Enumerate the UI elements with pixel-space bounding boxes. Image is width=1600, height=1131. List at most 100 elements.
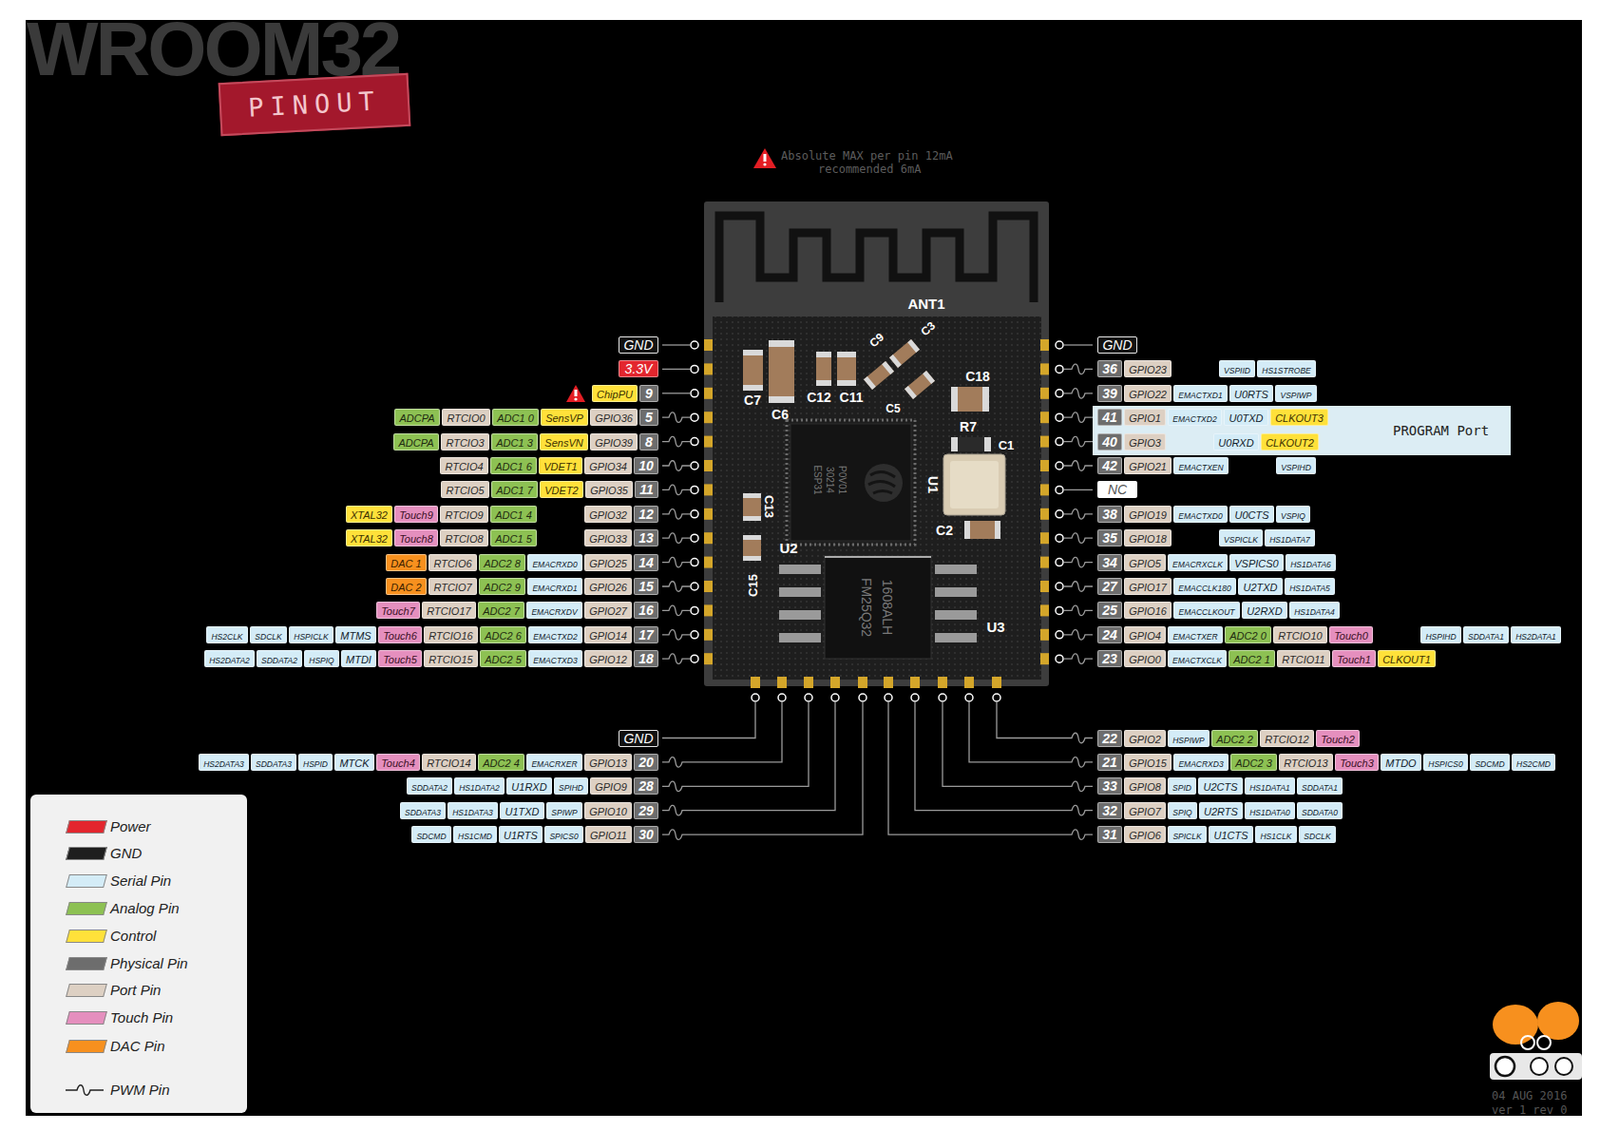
legend-swatch — [65, 983, 108, 997]
serial-pin-tag: HS1DATA4 — [1289, 601, 1340, 619]
warning-triangle — [566, 384, 586, 402]
port-pin-tag: GPIO9 — [590, 777, 632, 795]
serial-pin-tag-text: EMACRXD3 — [1178, 756, 1223, 772]
module-illustration-part-part — [690, 389, 699, 398]
touch-pin-tag-text: Touch8 — [399, 531, 434, 547]
module-illustration-part-part — [938, 693, 947, 702]
port-pin-tag-text: GPIO7 — [1128, 803, 1162, 820]
analog-pin-tag-text: ADC1 7 — [495, 482, 534, 498]
part-label: Absolute MAX per pin 12mA — [780, 146, 953, 164]
physical-pin-tag-text: 25 — [1102, 602, 1118, 618]
module-illustration-part-part — [1040, 362, 1049, 375]
serial-pin-tag-text: HS1DATA4 — [1294, 604, 1335, 620]
serial-pin-tag-text: HS1CMD — [457, 828, 493, 844]
serial-pin-tag-text: EMACTXD2 — [533, 628, 577, 645]
serial-pin-tag-text: VSPIWP — [1279, 387, 1312, 403]
analog-pin-tag: ADC1 6 — [490, 457, 537, 475]
part-label-text: C15 — [745, 573, 761, 597]
serial-pin-tag-text: EMACRXD1 — [532, 580, 577, 596]
port-pin-tag: GPIO2 — [1123, 729, 1166, 747]
part-label: 1608ALH — [878, 579, 896, 635]
physical-pin-tag: 22 — [1097, 729, 1123, 747]
port-pin-tag: GPIO16 — [1123, 601, 1172, 619]
serial-pin-tag: EMACRXER — [526, 753, 583, 771]
control-pin-tag: XTAL32 — [345, 505, 393, 523]
module-illustration-part-part — [704, 604, 713, 616]
serial-pin-tag: U1RXD — [506, 777, 553, 795]
serial-pin-tag-text: SPIWP — [551, 804, 577, 820]
physical-pin-tag-text: 15 — [638, 578, 654, 594]
analog-pin-tag: ADCPA — [393, 433, 439, 451]
module-illustration-part — [25, 19, 1582, 1116]
serial-pin-tag-text: HS1STROBE — [1261, 362, 1312, 379]
module-illustration-part-part — [690, 438, 699, 446]
port-pin-tag-text: RTCIO7 — [433, 579, 472, 595]
module-illustration-part-part — [768, 396, 795, 403]
module-illustration-part-part — [1064, 556, 1093, 568]
serial-pin-tag-text: SPICLK — [1172, 828, 1201, 844]
serial-pin-tag-text: HS1DATA1 — [1249, 780, 1291, 796]
physical-pin-tag: 36 — [1097, 360, 1123, 378]
control-pin-tag: SensVN — [539, 433, 589, 451]
physical-pin-tag-text: 41 — [1102, 409, 1118, 425]
port-pin-tag-text: GPIO1 — [1128, 410, 1162, 426]
module-illustration-part — [950, 460, 999, 509]
module-illustration-part-part — [690, 413, 699, 421]
analog-pin-tag-text: ADC2 1 — [1233, 651, 1271, 667]
module-illustration-part-part — [1040, 387, 1049, 400]
module-illustration-part-part — [858, 693, 867, 702]
module-illustration-part-part — [883, 676, 894, 688]
physical-pin-tag-text: 12 — [638, 506, 654, 522]
module-illustration-part-part — [857, 676, 868, 688]
part-label: ANT1 — [907, 295, 945, 313]
part-label-text: 30214 — [824, 466, 836, 494]
part-label-text: FM25Q32 — [858, 577, 875, 637]
port-pin-tag-text: RTCIO13 — [1283, 755, 1328, 771]
port-pin-tag: GPIO3 — [1123, 433, 1166, 451]
module-illustration-part-part — [777, 676, 787, 688]
serial-pin-tag: EMACTXEN — [1173, 457, 1229, 475]
part-label-text: C12 — [806, 389, 832, 405]
module-illustration-part-part — [690, 533, 699, 542]
serial-pin-tag: HS1DATA3 — [447, 801, 498, 820]
dac-pin-tag: DAC 1 — [385, 553, 427, 572]
physical-pin-tag: 11 — [634, 480, 659, 498]
serial-pin-tag-text: HS1DATA3 — [452, 804, 494, 820]
physical-pin-tag: 30 — [633, 825, 659, 843]
legend-label: PWM Pin — [110, 1080, 171, 1100]
serial-pin-tag-text: SPICS0 — [549, 828, 578, 844]
port-pin-tag-text: GPIO0 — [1128, 651, 1162, 667]
touch-pin-tag-text: Touch4 — [380, 755, 416, 771]
module-illustration-part-part-part — [863, 376, 877, 390]
module-illustration-part-part — [1064, 363, 1093, 375]
module-illustration-part-part — [1064, 436, 1093, 447]
port-pin-tag: RTCIO7 — [428, 577, 477, 595]
module-illustration-part-part — [1055, 341, 1064, 349]
part-label: recommended 6mA — [818, 159, 921, 177]
legend-label: GND — [110, 843, 142, 863]
port-pin-tag: RTCIO13 — [1278, 753, 1334, 771]
serial-pin-tag: SDDATA1 — [1296, 777, 1343, 795]
port-pin-tag: GPIO21 — [1123, 457, 1172, 475]
serial-pin-tag: SPIQ — [1167, 801, 1198, 820]
serial-pin-tag: SPIHD — [553, 777, 589, 795]
port-pin-tag: GPIO15 — [1123, 753, 1172, 771]
port-pin-tag: RTCIO10 — [1273, 626, 1328, 644]
module-illustration-part — [763, 153, 767, 162]
serial-pin-tag-text: U1CTS — [1213, 827, 1248, 843]
legend-label: Serial Pin — [110, 871, 172, 891]
touch-pin-tag: Touch3 — [1334, 753, 1379, 771]
physical-pin-tag: 38 — [1097, 505, 1123, 523]
control-pin-tag-text: VDET1 — [543, 458, 577, 475]
serial-pin-tag: U2RXD — [1241, 601, 1288, 619]
module-illustration-part-part — [1064, 460, 1093, 472]
serial-pin-tag-text: HS1DATA7 — [1269, 532, 1311, 548]
module-illustration-part-part — [704, 532, 713, 544]
module-illustration-part-part — [704, 628, 713, 641]
module-illustration-part-part — [1064, 533, 1093, 544]
analog-pin-tag-text: ADC2 8 — [483, 555, 521, 572]
legend-text: PWM Pin — [110, 1081, 171, 1098]
port-pin-tag-text: GPIO9 — [594, 779, 628, 795]
part-label-text: ver 1 rev 0 — [1491, 1103, 1567, 1117]
legend-text: Control — [110, 927, 156, 944]
